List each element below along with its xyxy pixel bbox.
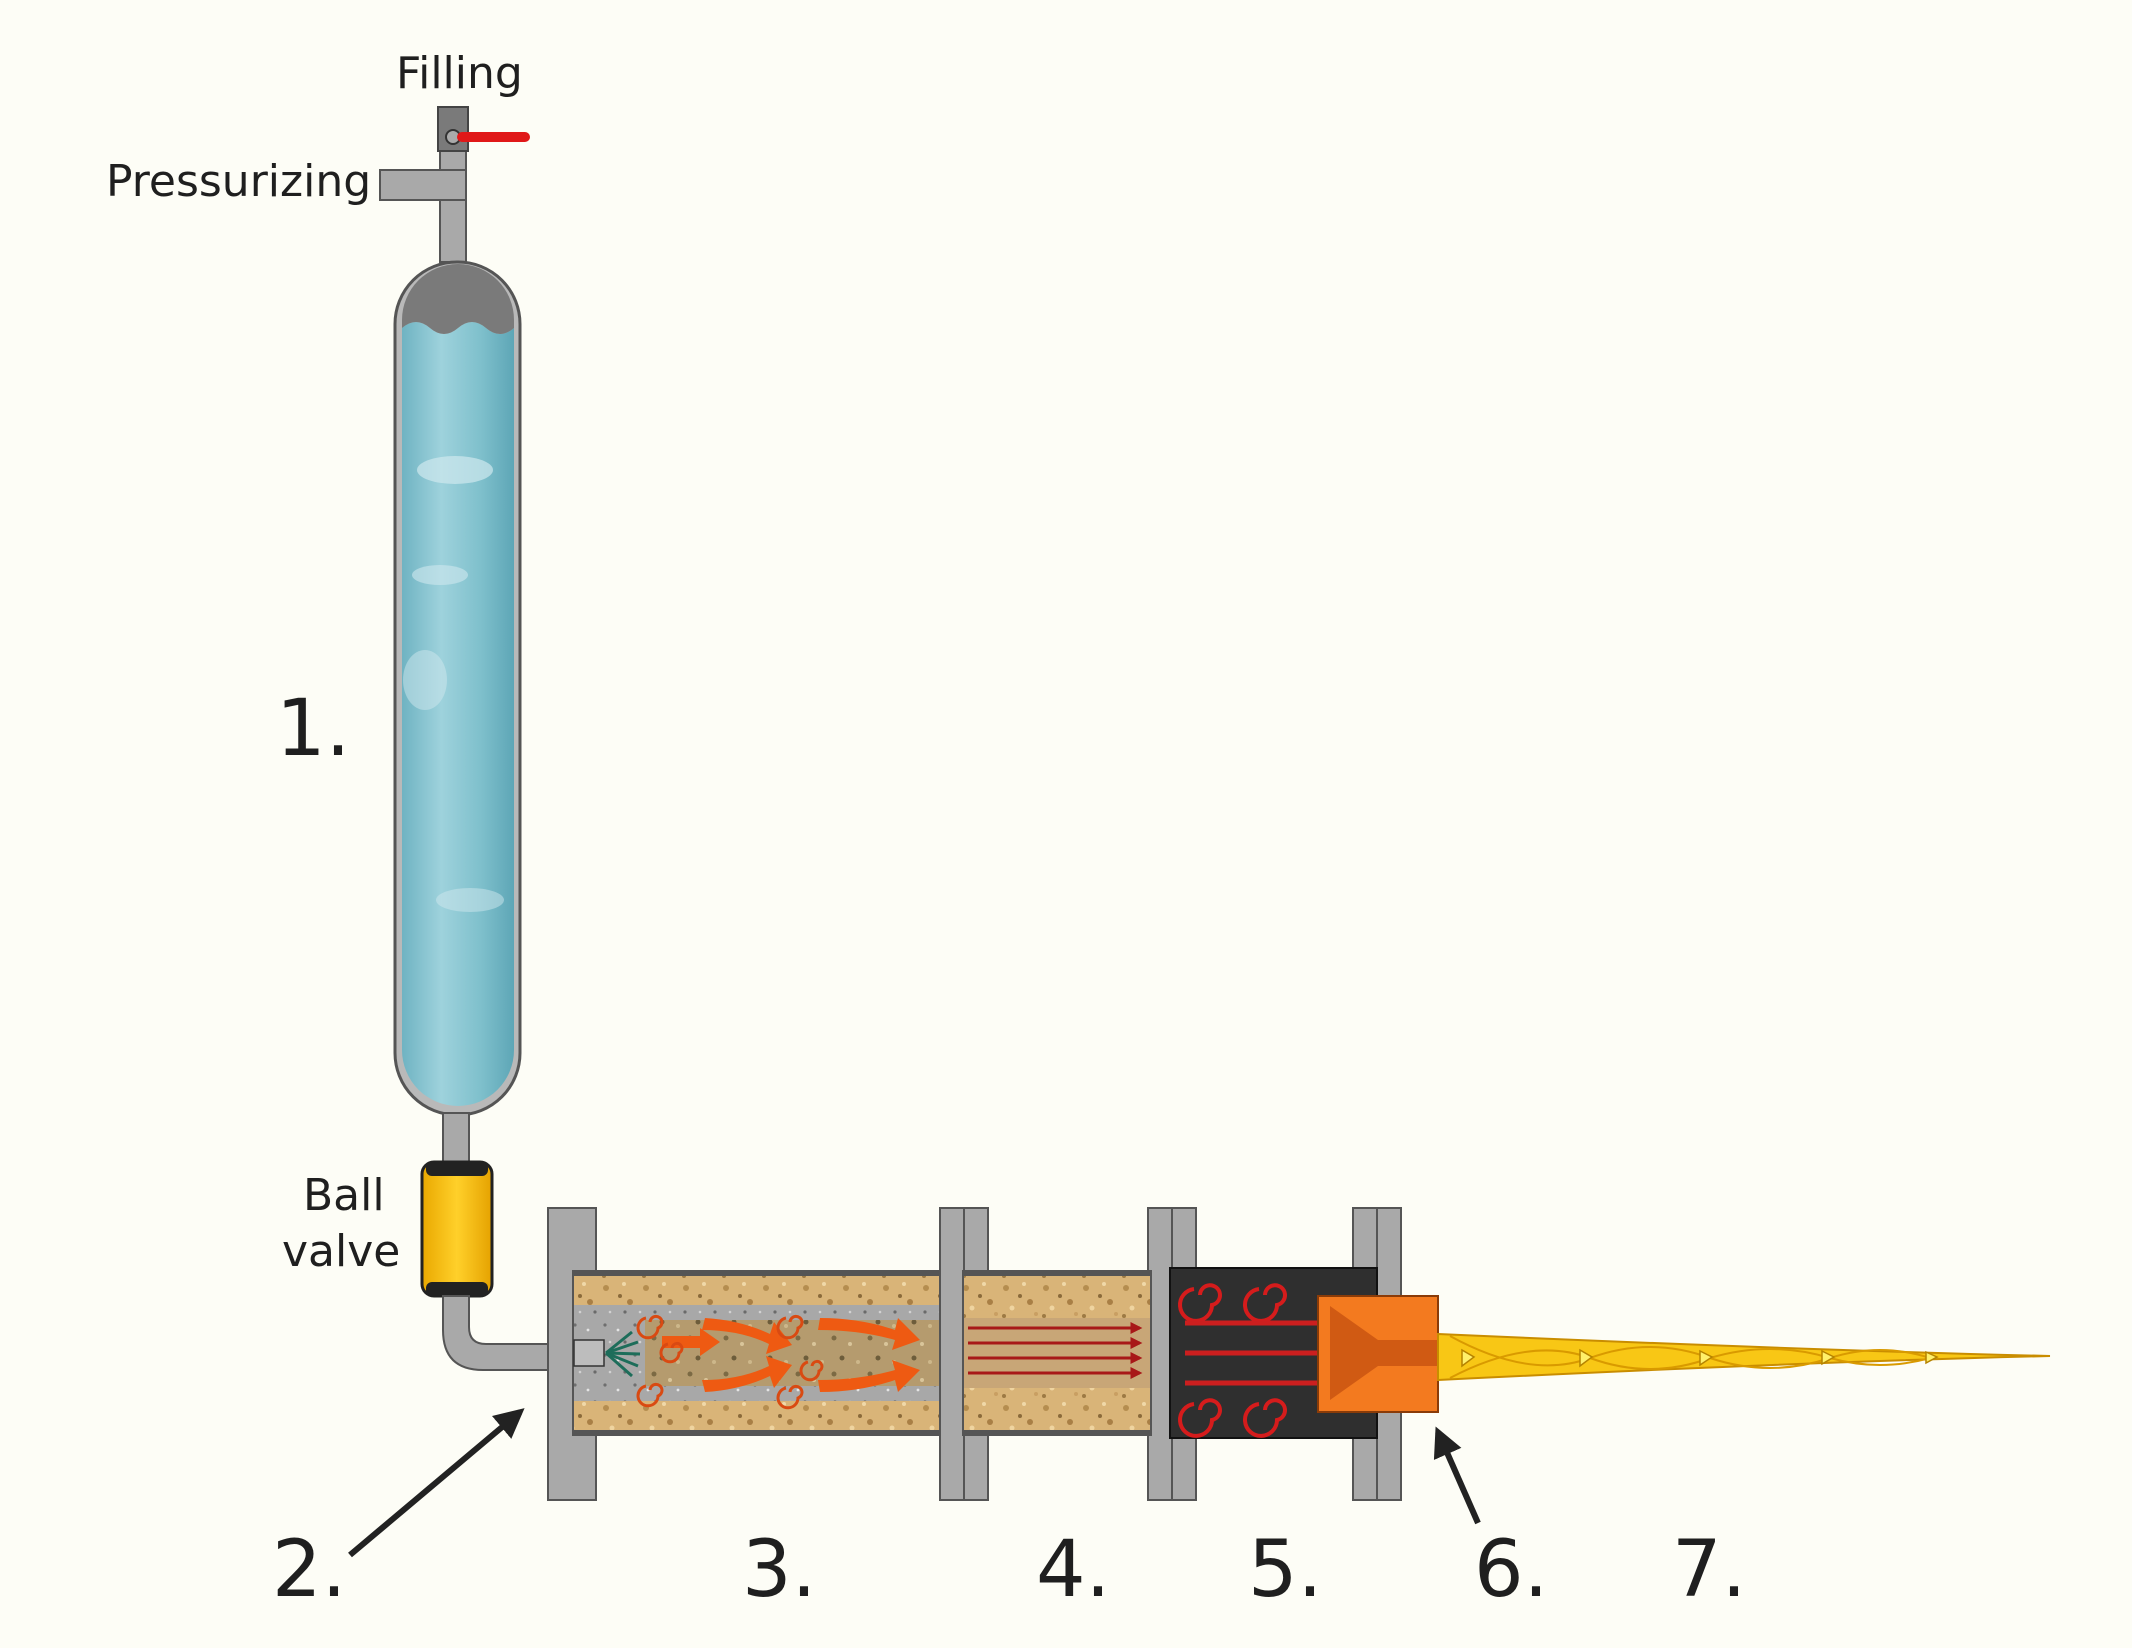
label-number-2: 2.: [272, 1525, 346, 1615]
tank-water: [402, 322, 514, 1106]
valve-upper-pipe: [442, 1112, 470, 1169]
pointer-arrow-6: [1433, 1426, 1481, 1525]
channel-flow-arrows: [968, 1322, 1143, 1379]
ball-valve-top-cap: [426, 1162, 488, 1176]
injector-spray: [605, 1330, 641, 1378]
tank-head-gas: [402, 264, 514, 334]
label-number-7: 7.: [1672, 1525, 1746, 1615]
top-fittings: [379, 106, 530, 263]
label-number-5: 5.: [1248, 1525, 1322, 1615]
label-number-1: 1.: [276, 684, 350, 774]
label-pressurizing: Pressurizing: [106, 156, 371, 207]
shock-cells: [1461, 1348, 1939, 1368]
label-filling: Filling: [396, 48, 523, 99]
injector-nozzle: [573, 1339, 605, 1367]
ball-valve: [420, 1160, 494, 1298]
label-number-6: 6.: [1474, 1525, 1548, 1615]
water-tank: [393, 260, 522, 1117]
ball-valve-assembly: [420, 1112, 551, 1371]
elbow-pipe: [442, 1295, 551, 1371]
nozzle: [1317, 1295, 1439, 1413]
flame-plume: [1437, 1332, 2051, 1382]
ball-valve-bottom-cap: [426, 1282, 488, 1296]
mixing-swirls: [636, 1314, 824, 1410]
nozzle-throat: [1330, 1306, 1438, 1400]
label-number-3: 3.: [742, 1525, 816, 1615]
flow-arrows-orange: [662, 1318, 920, 1392]
porous-section: [962, 1270, 1152, 1436]
exhaust-flame: [1437, 1332, 2051, 1382]
porous-section-channel: [964, 1318, 1150, 1388]
flange-2a: [939, 1207, 965, 1501]
pressurizing-port: [379, 169, 467, 201]
label-ball-valve-line2: valve: [282, 1226, 400, 1277]
label-number-4: 4.: [1036, 1525, 1110, 1615]
mixing-chamber: [572, 1270, 941, 1436]
pointer-arrow-2: [348, 1408, 525, 1558]
recirculation-swirls: [1178, 1283, 1287, 1438]
label-ball-valve-line1: Ball: [303, 1170, 385, 1221]
